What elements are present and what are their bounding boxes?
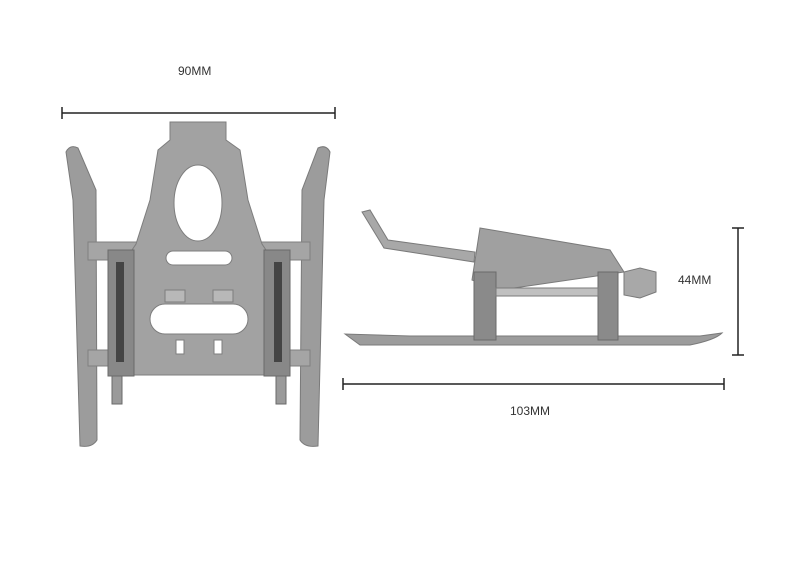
plate-cutout-bottom: [149, 303, 249, 335]
side-arm: [361, 209, 476, 263]
side-leg-rear: [597, 271, 619, 341]
clip-right: [212, 289, 234, 303]
tab-right: [213, 339, 223, 355]
right-skid: [299, 146, 331, 447]
right-hook: [275, 375, 287, 405]
left-hook: [111, 375, 123, 405]
right-bracket-slot: [274, 262, 282, 362]
side-body: [471, 227, 625, 291]
plate-cutout-top: [173, 164, 223, 242]
length-label: 103MM: [510, 404, 551, 418]
clip-left: [164, 289, 186, 303]
height-label: 44MM: [678, 273, 712, 287]
width-label: 90MM: [178, 64, 212, 78]
plate-slot: [165, 250, 233, 266]
length-dimension-line: [342, 378, 725, 390]
left-skid: [65, 146, 98, 447]
side-skid: [343, 332, 724, 346]
side-view-landing-gear: [343, 209, 724, 346]
height-dimension-line: [732, 227, 744, 356]
front-view-landing-gear: [65, 121, 331, 447]
side-tail: [623, 267, 657, 299]
width-dimension-line: [61, 107, 336, 119]
mounting-plate: [131, 121, 267, 376]
tab-left: [175, 339, 185, 355]
side-rail: [495, 287, 599, 297]
side-leg-front: [473, 271, 497, 341]
left-bracket-slot: [116, 262, 124, 362]
